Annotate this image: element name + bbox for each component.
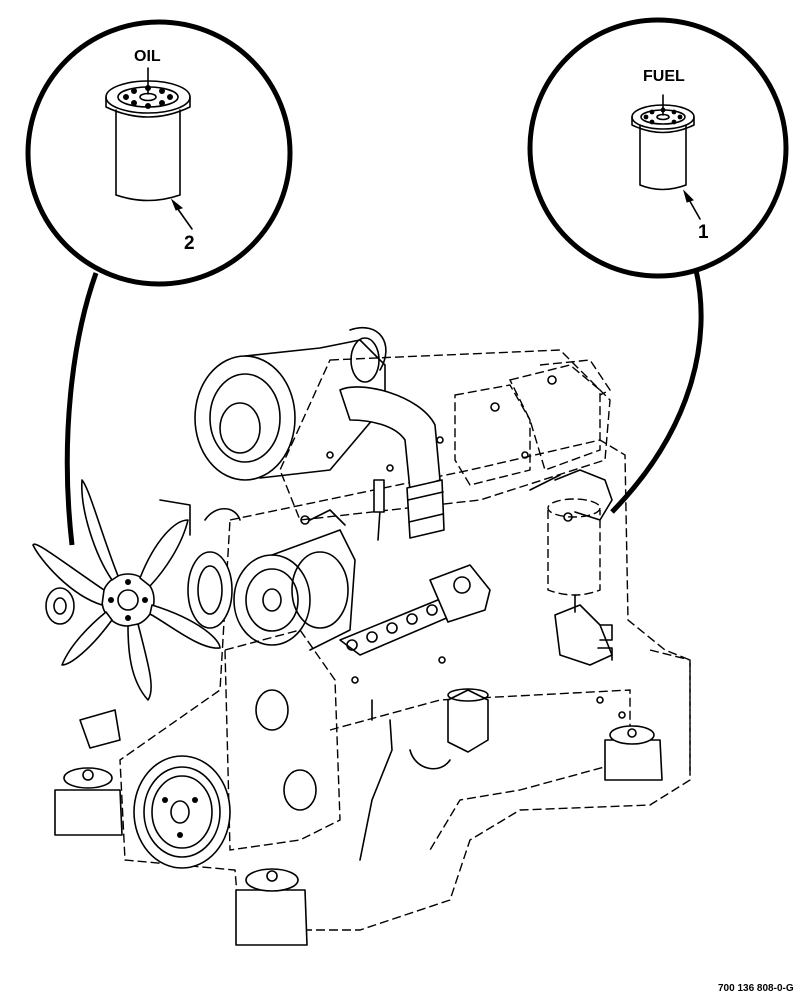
cooling-fan [32, 479, 221, 701]
fuel-filter-label: FUEL [643, 68, 685, 85]
callout-number-2: 2 [184, 233, 195, 254]
turbocharger [194, 327, 387, 481]
head-bolts [326, 375, 573, 522]
fuel-rail [339, 564, 491, 656]
callout-number-1: 1 [698, 222, 709, 243]
oil-filter-label: OIL [134, 48, 161, 65]
engine-block [119, 439, 691, 931]
engine-fuel-filter [547, 498, 613, 666]
engine-mounts [54, 649, 691, 946]
oil-filter-detail: OIL 2 [25, 19, 293, 546]
intake-pipe [339, 386, 445, 539]
crank-damper [133, 755, 231, 869]
figure-number: 700 136 808-0-G [718, 983, 794, 994]
fuel-filter-icon [631, 94, 695, 191]
oil-filter-icon [105, 67, 191, 202]
oil-leader-line [64, 272, 99, 546]
fuel-leader-line [610, 269, 704, 514]
engine-illustration [32, 327, 691, 946]
fuel-filter-detail: FUEL 1 [527, 17, 789, 514]
compressor-pulley [233, 529, 356, 651]
